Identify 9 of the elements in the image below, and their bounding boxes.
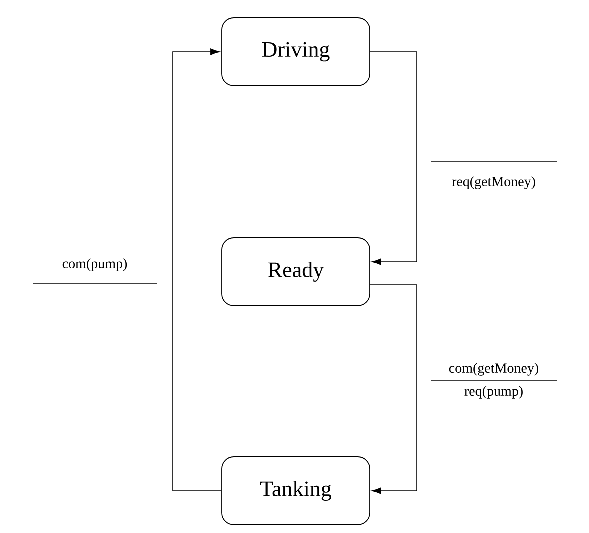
- edge-label: com(getMoney) req(pump): [449, 363, 538, 399]
- edge-label: req(getMoney): [452, 176, 536, 190]
- arrow: [370, 284, 418, 494]
- arrow: [370, 52, 418, 266]
- arrow: [172, 48, 222, 492]
- state-box: Tanking: [222, 456, 370, 526]
- edge-label: com(pump): [62, 258, 128, 272]
- state-box: Driving: [222, 18, 370, 86]
- state-box: Ready: [222, 238, 370, 306]
